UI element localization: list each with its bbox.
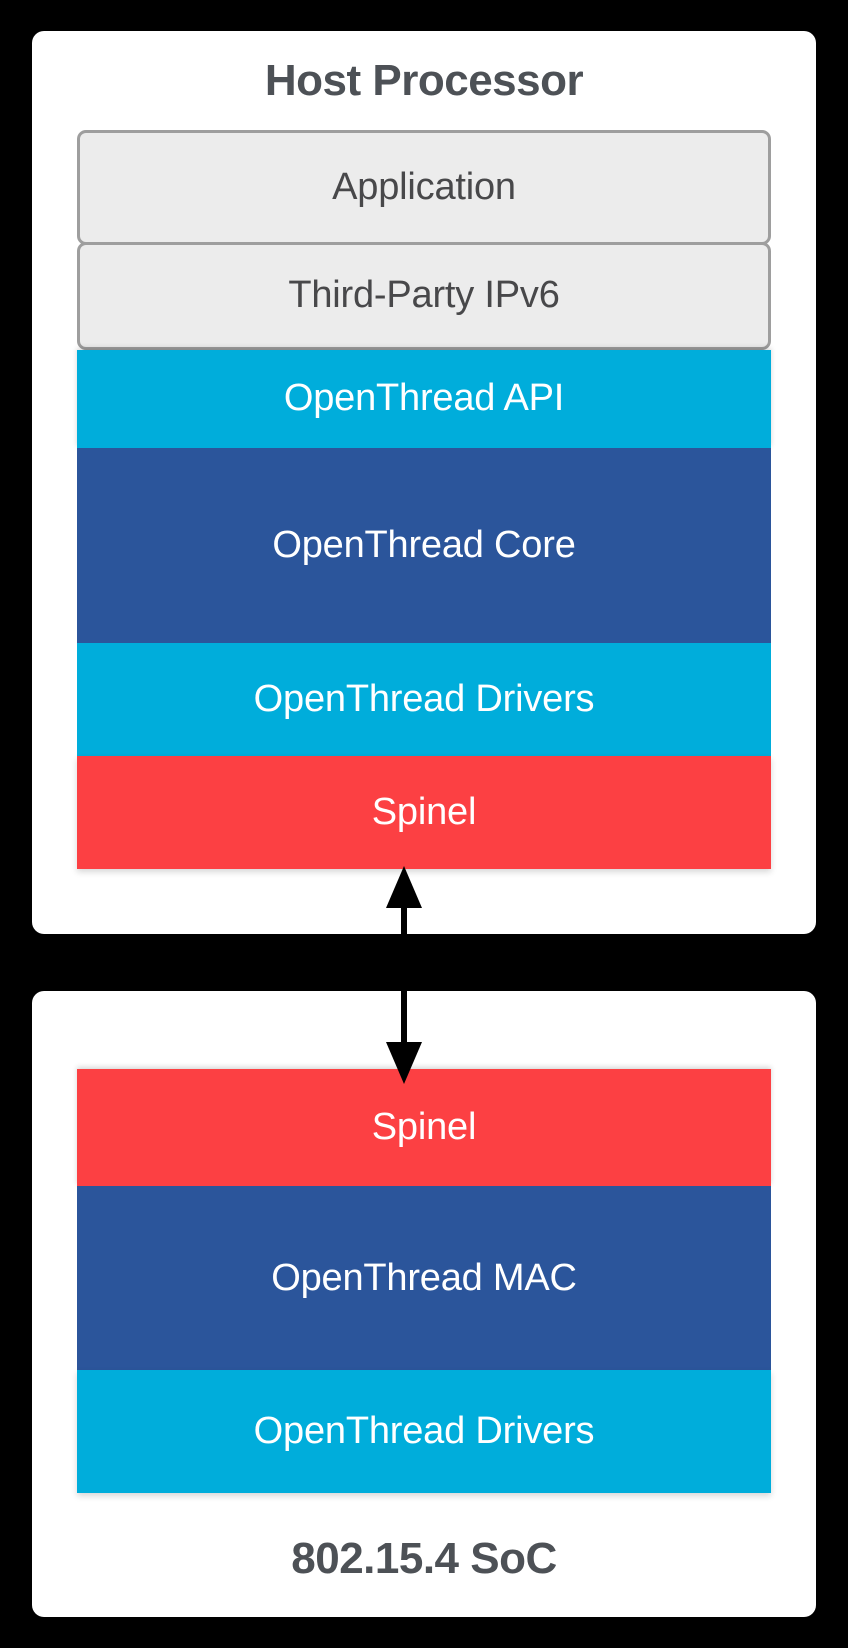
host-processor-card: Host Processor Application Third-Party I… bbox=[32, 31, 816, 934]
soc-layer-stack: Spinel OpenThread MAC OpenThread Drivers bbox=[77, 1069, 771, 1493]
host-processor-layer-stack: Application Third-Party IPv6 OpenThread … bbox=[77, 130, 771, 872]
layer-openthread-api: OpenThread API bbox=[77, 349, 771, 449]
host-processor-title: Host Processor bbox=[264, 56, 584, 105]
layer-third-party-ipv6: Third-Party IPv6 bbox=[77, 242, 771, 350]
layer-application: Application bbox=[77, 130, 771, 245]
layer-openthread-core: OpenThread Core bbox=[77, 448, 771, 643]
soc-card: Spinel OpenThread MAC OpenThread Drivers… bbox=[32, 991, 816, 1617]
layer-openthread-mac: OpenThread MAC bbox=[77, 1186, 771, 1371]
layer-spinel-host: Spinel bbox=[77, 756, 771, 869]
layer-openthread-drivers-host: OpenThread Drivers bbox=[77, 642, 771, 757]
layer-spinel-soc: Spinel bbox=[77, 1069, 771, 1187]
layer-openthread-drivers-soc: OpenThread Drivers bbox=[77, 1370, 771, 1493]
soc-title: 802.15.4 SoC bbox=[291, 1534, 557, 1583]
